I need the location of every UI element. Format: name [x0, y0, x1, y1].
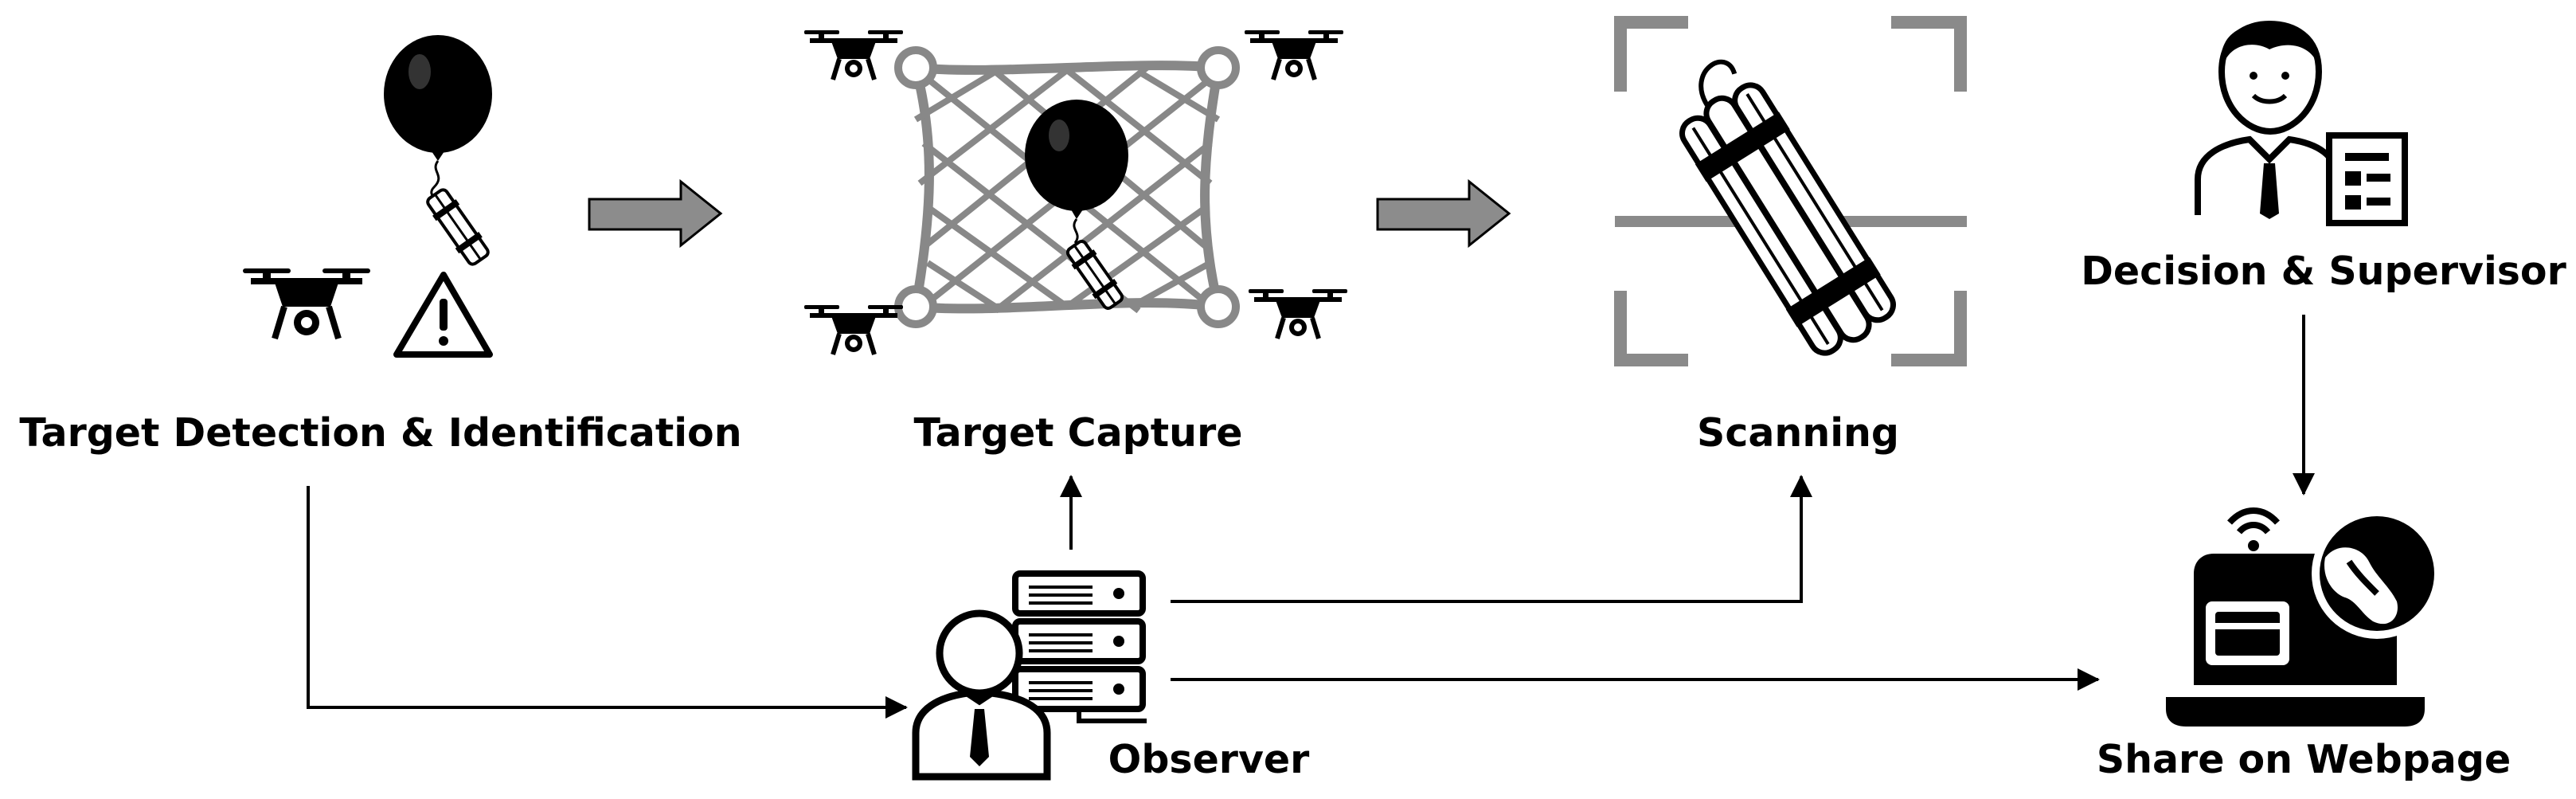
flow-arrow-1 — [588, 178, 723, 249]
flow-arrow-2 — [1376, 178, 1511, 249]
balloon-icon — [384, 35, 492, 208]
warning-icon — [393, 272, 493, 358]
laptop-globe-wifi-icon — [2166, 507, 2442, 727]
drone-icon — [1245, 30, 1343, 80]
captured-balloon-icon — [1025, 100, 1128, 244]
drone-icon — [804, 30, 903, 80]
detection-illustration — [243, 35, 493, 358]
operator-server-icon — [912, 570, 1147, 781]
label-scanning: Scanning — [1697, 410, 1899, 456]
dynamite-icon — [426, 188, 490, 266]
label-target-detection: Target Detection & Identification — [19, 410, 742, 456]
label-decision-supervisor: Decision & Supervisor — [2081, 249, 2566, 294]
drone-icon — [1249, 289, 1347, 339]
scanned-dynamite-icon — [1679, 59, 1896, 356]
connector-observer-to-scanning — [1171, 475, 1812, 603]
label-share-webpage: Share on Webpage — [2096, 737, 2512, 782]
drone-icon — [804, 305, 903, 354]
captured-dynamite-icon — [1065, 240, 1124, 310]
capture-illustration — [804, 30, 1347, 354]
scanning-illustration — [1614, 16, 1967, 366]
businessman-document-icon — [2195, 20, 2408, 226]
connector-detection-to-observer — [307, 486, 908, 719]
label-observer: Observer — [1108, 737, 1310, 782]
label-target-capture: Target Capture — [913, 410, 1243, 456]
drone-icon — [243, 268, 370, 339]
